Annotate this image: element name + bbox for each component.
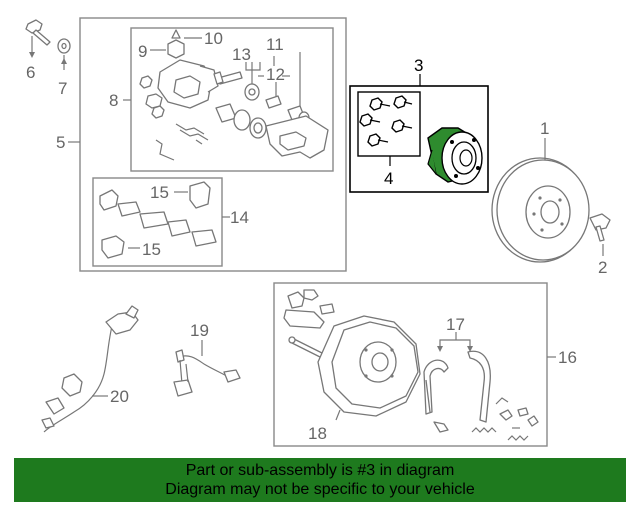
hub-bolts-4: [359, 95, 413, 147]
box-4: [357, 91, 421, 157]
label-3: 3: [414, 56, 423, 75]
washer-7: [57, 38, 71, 70]
label-11: 11: [266, 35, 284, 54]
caliper-bracket: [265, 115, 329, 159]
label-15-top: 15: [150, 183, 169, 202]
caliper-body: [139, 59, 219, 119]
label-12: 12: [266, 65, 285, 84]
banner-line-2: Diagram may not be specific to your vehi…: [165, 481, 475, 498]
box-3: [349, 85, 489, 193]
label-14: 14: [230, 208, 249, 227]
label-15-bottom: 15: [142, 240, 161, 259]
label-13: 13: [232, 45, 251, 64]
label-10: 10: [204, 29, 223, 48]
parking-brake-shoes-17: [423, 350, 491, 423]
label-19: 19: [190, 321, 209, 340]
label-8: 8: [109, 91, 118, 110]
label-16: 16: [558, 348, 577, 367]
brake-pad-set: [99, 189, 217, 247]
bushing: [244, 83, 260, 101]
label-2: 2: [598, 258, 607, 277]
label-1: 1: [540, 119, 549, 138]
box-5: [79, 17, 347, 272]
shoe-hardware: [433, 397, 539, 441]
wheel-speed-sensor-19: [173, 349, 241, 397]
label-18: 18: [308, 424, 327, 443]
brake-rotor-1: [491, 157, 590, 263]
parking-brake-cable-20: [41, 305, 139, 433]
label-6: 6: [26, 63, 35, 82]
anti-rattle-clip: [155, 123, 209, 161]
box-16: [273, 282, 548, 447]
guide-pin-bolt-13: [213, 71, 243, 85]
bleeder-screw-9: [150, 29, 185, 59]
label-4: 4: [384, 169, 393, 188]
label-20: 20: [110, 387, 129, 406]
label-17: 17: [446, 315, 465, 334]
pad-shim-15-bottom: [101, 235, 140, 259]
rotor-screw-2: [589, 213, 611, 256]
piston: [215, 103, 267, 139]
banner-line-1: Part or sub-assembly is #3 in diagram: [185, 462, 455, 479]
label-9: 9: [138, 42, 147, 61]
backing-plate: [317, 315, 421, 417]
parking-brake-lever: [283, 289, 335, 329]
pad-shim-15-top: [174, 181, 211, 209]
label-5: 5: [56, 133, 65, 152]
hub-bearing-assembly-3: [427, 127, 483, 185]
box-14: [92, 177, 223, 267]
info-banner: Part or sub-assembly is #3 in diagram Di…: [14, 458, 626, 502]
label-7: 7: [58, 79, 67, 98]
bolt-6: [25, 19, 51, 58]
